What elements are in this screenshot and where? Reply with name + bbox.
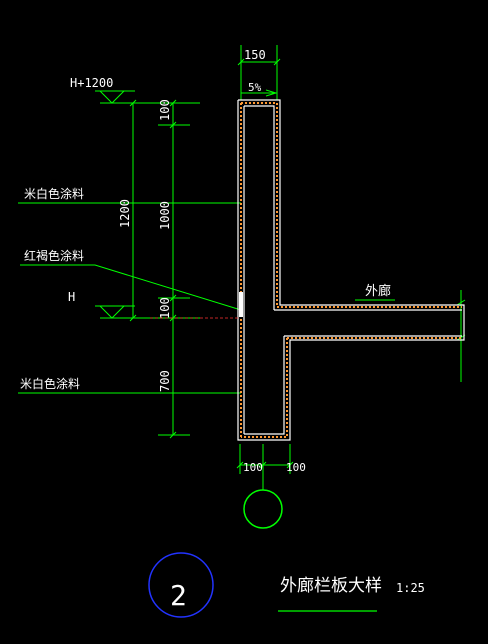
dim-bottom-right: 100	[286, 461, 306, 474]
label-finish-lower: 米白色涂料	[20, 376, 80, 391]
dim-overall-height: 1200	[118, 199, 132, 228]
dim-slope: 5%	[248, 81, 262, 94]
level-floor: H	[68, 290, 75, 304]
detail-scale: 1:25	[396, 581, 425, 595]
detail-title: 外廊栏板大样	[280, 576, 382, 596]
band-marker	[239, 292, 243, 317]
dim-wall-width: 150	[244, 48, 266, 62]
dimension-lines	[100, 45, 466, 490]
dim-lower-segment: 700	[158, 370, 172, 392]
axis-circle	[243, 489, 283, 529]
label-corridor: 外廊	[365, 283, 391, 299]
dim-top-segment: 100	[158, 99, 172, 121]
label-finish-upper: 米白色涂料	[24, 186, 84, 201]
dim-middle-segment: 1000	[158, 201, 172, 230]
label-finish-band: 红褐色涂料	[24, 248, 84, 263]
detail-index-circle	[148, 552, 214, 618]
dim-slab-segment: 100	[158, 297, 172, 319]
dim-bottom-left: 100	[243, 461, 263, 474]
level-markers	[95, 90, 135, 319]
parapet-section	[237, 99, 465, 441]
detail-number: 2	[170, 579, 187, 612]
level-top: H+1200	[70, 76, 113, 90]
leader-lines	[18, 202, 395, 394]
finish-layer	[240, 102, 462, 438]
